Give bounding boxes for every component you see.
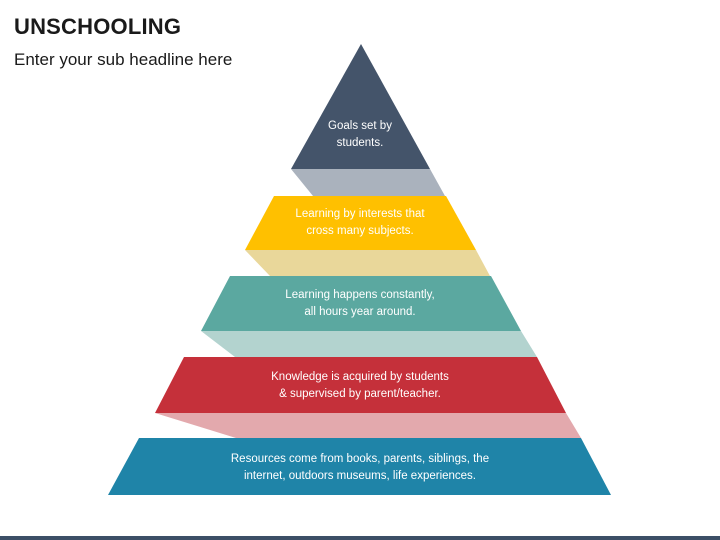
pyramid-connector-1 (291, 169, 445, 196)
tier-3-label: Learning happens constantly, all hours y… (285, 289, 435, 318)
page-subtitle: Enter your sub headline here (14, 50, 233, 69)
pyramid-tier-3 (201, 276, 521, 331)
tier-4-label: Knowledge is acquired by students & supe… (271, 371, 449, 400)
tier-2-label: Learning by interests that cross many su… (295, 208, 425, 237)
pyramid-connector-3 (201, 331, 537, 357)
pyramid-connector-4 (155, 413, 581, 438)
pyramid-connector-2 (245, 250, 490, 276)
tier-5-label: Resources come from books, parents, sibl… (230, 453, 490, 482)
footer-bar (0, 536, 720, 540)
pyramid-tier-1 (291, 44, 430, 169)
pyramid-tier-5 (108, 438, 611, 495)
pyramid-tier-2 (245, 196, 476, 250)
page-title: UNSCHOOLING (14, 14, 182, 39)
tier-1-label: Goals set by students. (328, 120, 392, 149)
pyramid-tier-4 (155, 357, 566, 413)
